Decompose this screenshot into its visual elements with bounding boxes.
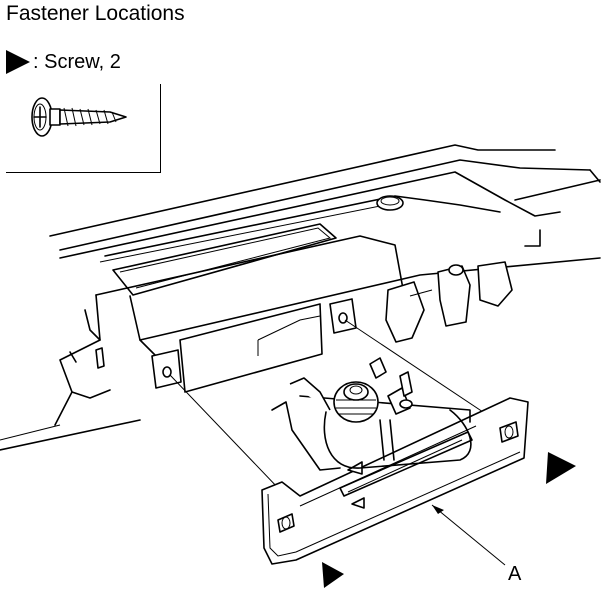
callout-label-a: A	[508, 563, 522, 585]
screw-markers	[322, 452, 576, 588]
arrow-marker-icon	[546, 452, 576, 484]
screw-icon	[31, 97, 127, 137]
screw-inset	[6, 84, 161, 173]
trunk-latch-assembly	[261, 357, 529, 565]
legend-text: : Screw, 2	[33, 51, 121, 73]
page-title: Fastener Locations	[6, 2, 185, 25]
body-panel	[0, 144, 601, 451]
fastener-legend: : Screw, 2	[6, 50, 121, 74]
arrow-marker-icon	[322, 562, 344, 588]
arrow-marker-icon	[6, 50, 30, 74]
